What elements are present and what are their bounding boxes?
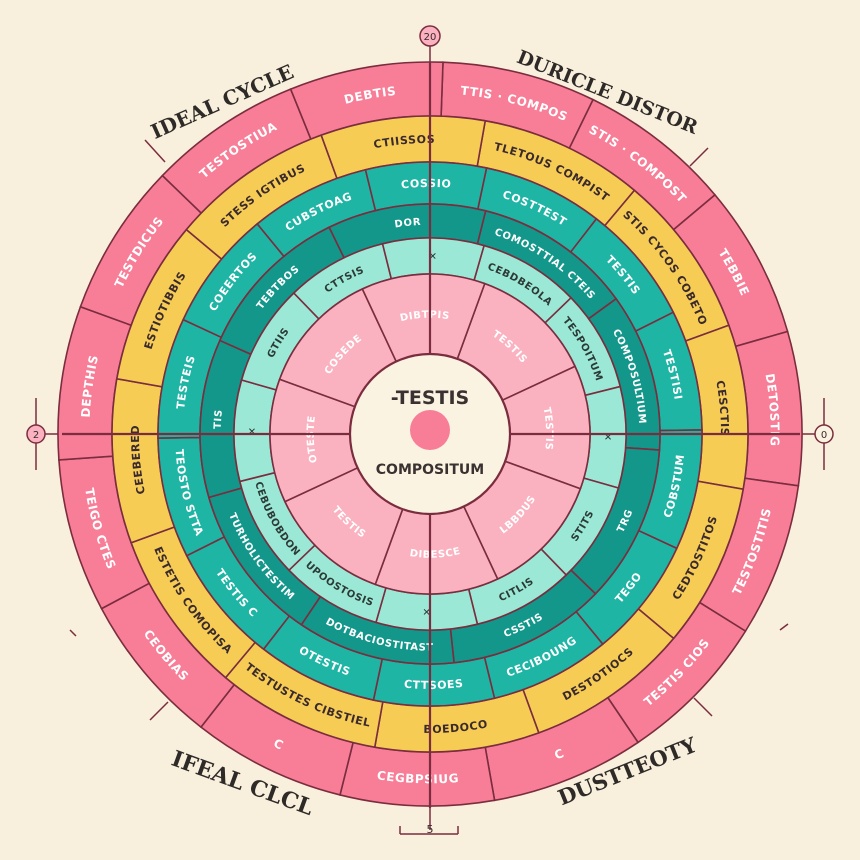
mint-ring-label: ✕ bbox=[248, 426, 259, 435]
tick-br-small bbox=[779, 623, 789, 631]
marker-bottom-label: 5 bbox=[427, 823, 434, 836]
tick-br bbox=[693, 697, 713, 717]
marker-top-label: 20 bbox=[424, 32, 437, 43]
dark-teal-ring-label: DOR bbox=[394, 217, 422, 231]
teal-ring-label: COSSIO bbox=[400, 177, 451, 192]
marker-left-circle bbox=[26, 424, 46, 444]
mint-ring-label: ✕ bbox=[422, 607, 431, 618]
inner-pink-ring-label: DIBTPIS bbox=[399, 310, 450, 325]
dark-teal-ring-label: TIS bbox=[213, 409, 225, 429]
tick-tl bbox=[144, 139, 166, 163]
inner-pink-ring: TESTISTESTISLBBDUSDIBESCETESTISOTESTECOS… bbox=[269, 273, 591, 595]
inner-pink-ring-label: DIBESCE bbox=[409, 546, 462, 561]
marker-right: 0 bbox=[814, 424, 834, 444]
outer-pink-ring-label: CEGBPSIUG bbox=[376, 768, 459, 786]
tick-bl-small bbox=[69, 629, 77, 637]
tick-tr bbox=[689, 147, 709, 167]
marker-bottom: 5 bbox=[427, 823, 434, 836]
inner-pink-ring-label: OTESTE bbox=[306, 415, 320, 464]
mint-ring-label: ✕ bbox=[429, 252, 438, 263]
marker-left: 2 bbox=[26, 424, 46, 444]
marker-right-circle bbox=[814, 424, 834, 444]
marker-right-label: 0 bbox=[821, 430, 827, 441]
tick-bl bbox=[149, 701, 169, 721]
center-dot bbox=[410, 410, 450, 450]
mint-ring-label: ✕ bbox=[601, 433, 612, 442]
marker-top-circle bbox=[419, 25, 441, 47]
inner-pink-ring-label: TESTIS bbox=[540, 406, 554, 450]
teal-ring-label: CTTSOES bbox=[403, 677, 464, 692]
center-subtitle: COMPOSITUM bbox=[376, 462, 484, 478]
quadrant-dividers bbox=[62, 62, 800, 808]
marker-top: 20 bbox=[419, 25, 441, 47]
marker-left-label: 2 bbox=[33, 430, 39, 441]
center-title: -TESTIS bbox=[391, 387, 469, 409]
